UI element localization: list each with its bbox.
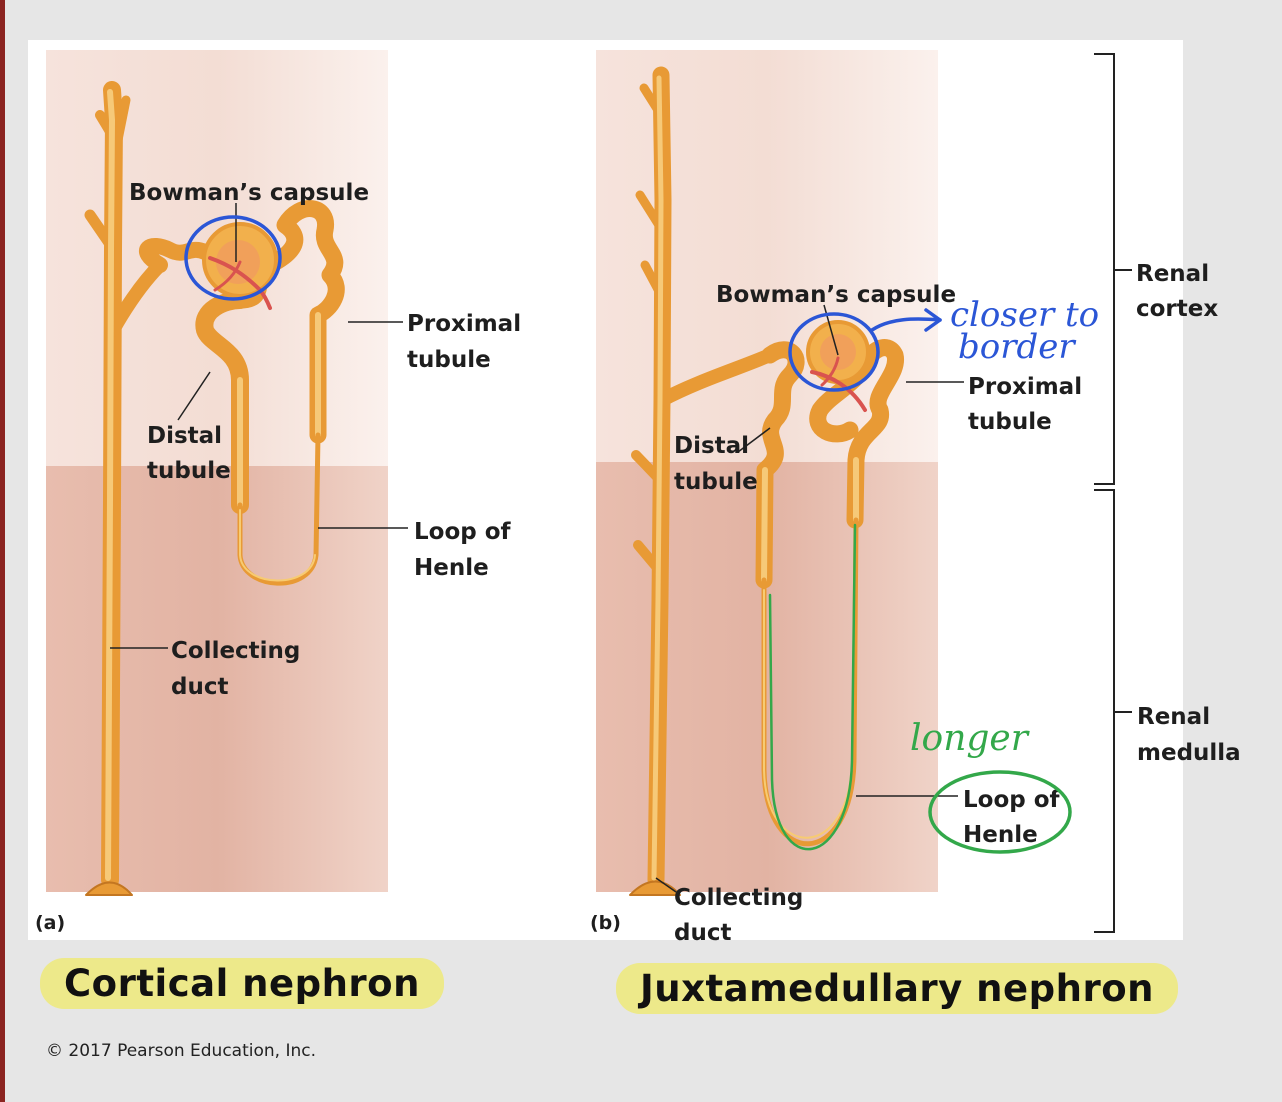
green-loop-trace (768, 523, 857, 851)
label-loop-a-2: Henle (414, 555, 489, 581)
label-collecting-b-2: duct (674, 920, 731, 946)
label-loop-b-1: Loop of (963, 787, 1061, 813)
label-bowmans-capsule-b: Bowman’s capsule (716, 282, 956, 308)
label-renal-cortex-2: cortex (1136, 296, 1218, 322)
label-distal-b-1: Distal (674, 433, 749, 459)
label-proximal-b-2: tubule (968, 409, 1052, 435)
label-renal-medulla-1: Renal (1137, 704, 1210, 730)
label-loop-a-1: Loop of (414, 519, 512, 545)
circle-loop-of-henle-b (928, 770, 1072, 854)
label-collecting-a-2: duct (171, 674, 228, 700)
caption-cortical-nephron: Cortical nephron (40, 958, 444, 1009)
panel-letter-b: (b) (590, 912, 621, 934)
circle-bowmans-b (788, 312, 880, 392)
collecting-duct-b (629, 66, 777, 896)
region-bracket (1094, 53, 1132, 933)
collecting-duct-base-b (629, 880, 681, 896)
collecting-duct-base-a (85, 881, 133, 896)
circle-bowmans-a (184, 215, 282, 301)
handwritten-annotations (184, 215, 1072, 854)
arrow-closer-to-border (870, 317, 942, 332)
label-renal-medulla-2: medulla (1137, 740, 1241, 766)
window-edge-bar (0, 0, 5, 1102)
label-renal-cortex-1: Renal (1136, 261, 1209, 287)
label-collecting-b-1: Collecting (674, 885, 803, 911)
label-distal-a-2: tubule (147, 458, 231, 484)
label-proximal-b-1: Proximal (968, 374, 1082, 400)
label-proximal-a-2: tubule (407, 347, 491, 373)
label-distal-a-1: Distal (147, 423, 222, 449)
label-bowmans-capsule-a: Bowman’s capsule (129, 180, 369, 206)
copyright-notice: © 2017 Pearson Education, Inc. (46, 1041, 316, 1061)
label-loop-b-2: Henle (963, 822, 1038, 848)
label-collecting-a-1: Collecting (171, 638, 300, 664)
annotation-border: border (958, 327, 1076, 367)
nephron-b (755, 320, 904, 847)
annotation-closer-to: closer to (950, 295, 1099, 335)
leader-lines (110, 203, 964, 893)
caption-juxtamedullary-nephron: Juxtamedullary nephron (616, 963, 1178, 1014)
panel-letter-a: (a) (35, 912, 65, 934)
nephron-a (139, 200, 345, 586)
annotation-longer: longer (910, 718, 1030, 759)
label-proximal-a-1: Proximal (407, 311, 521, 337)
label-distal-b-2: tubule (674, 469, 758, 495)
